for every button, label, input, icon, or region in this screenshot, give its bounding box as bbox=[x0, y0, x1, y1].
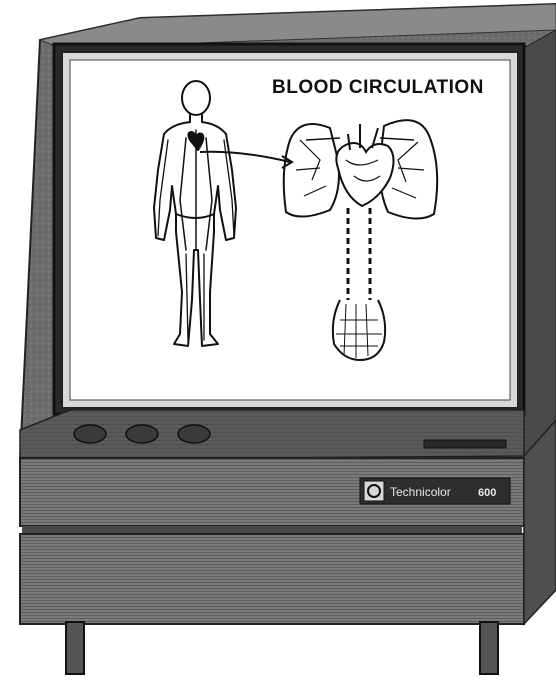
screen-title: BLOOD CIRCULATION bbox=[272, 77, 484, 98]
control-ledge bbox=[20, 410, 524, 460]
control-knob-right[interactable] bbox=[178, 425, 210, 443]
brand-name: Technicolor bbox=[390, 485, 451, 499]
control-switch[interactable] bbox=[424, 440, 506, 448]
cabinet-legs bbox=[66, 622, 498, 674]
brand-badge: Technicolor 600 bbox=[360, 478, 510, 504]
brand-model: 600 bbox=[478, 487, 496, 499]
control-knob-left[interactable] bbox=[74, 425, 106, 443]
projection-screen: BLOOD CIRCULATION bbox=[70, 60, 510, 400]
control-knob-middle[interactable] bbox=[126, 425, 158, 443]
